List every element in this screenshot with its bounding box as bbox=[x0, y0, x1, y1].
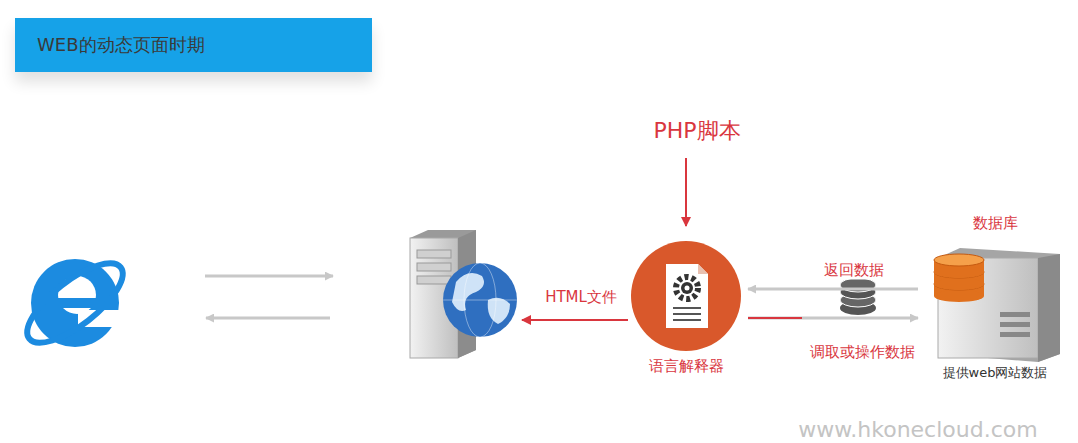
interpreter-node: 语言解释器 bbox=[626, 236, 746, 376]
edge-label: 返回数据 bbox=[822, 261, 886, 280]
interpreter-icon bbox=[626, 236, 746, 376]
node-label: 数据库 bbox=[971, 214, 1020, 233]
data-arrow bbox=[748, 288, 918, 291]
response-arrow bbox=[206, 317, 330, 320]
file-label: HTML文件 bbox=[545, 288, 617, 307]
database-server-icon bbox=[920, 214, 1070, 382]
data-icon bbox=[840, 278, 876, 315]
request-arrow bbox=[205, 275, 333, 278]
html-arrow bbox=[522, 319, 628, 321]
title-text: WEB的动态页面时期 bbox=[37, 33, 205, 57]
web-server-icon bbox=[410, 230, 517, 358]
node-caption: 提供web网站数据 bbox=[941, 364, 1050, 382]
accent-segment bbox=[748, 317, 802, 319]
browser-icon bbox=[16, 250, 134, 356]
script-arrow bbox=[685, 158, 687, 226]
database-node: 数据库提供web网站数据 bbox=[920, 214, 1070, 382]
script-label: PHP脚本 bbox=[653, 116, 740, 146]
watermark: www.hkonecloud.com bbox=[798, 417, 1037, 442]
edge-label: 调取或操作数据 bbox=[808, 343, 917, 362]
title-banner: WEB的动态页面时期 bbox=[15, 18, 372, 72]
node-label: 语言解释器 bbox=[647, 357, 726, 376]
data-arrow bbox=[748, 317, 918, 320]
